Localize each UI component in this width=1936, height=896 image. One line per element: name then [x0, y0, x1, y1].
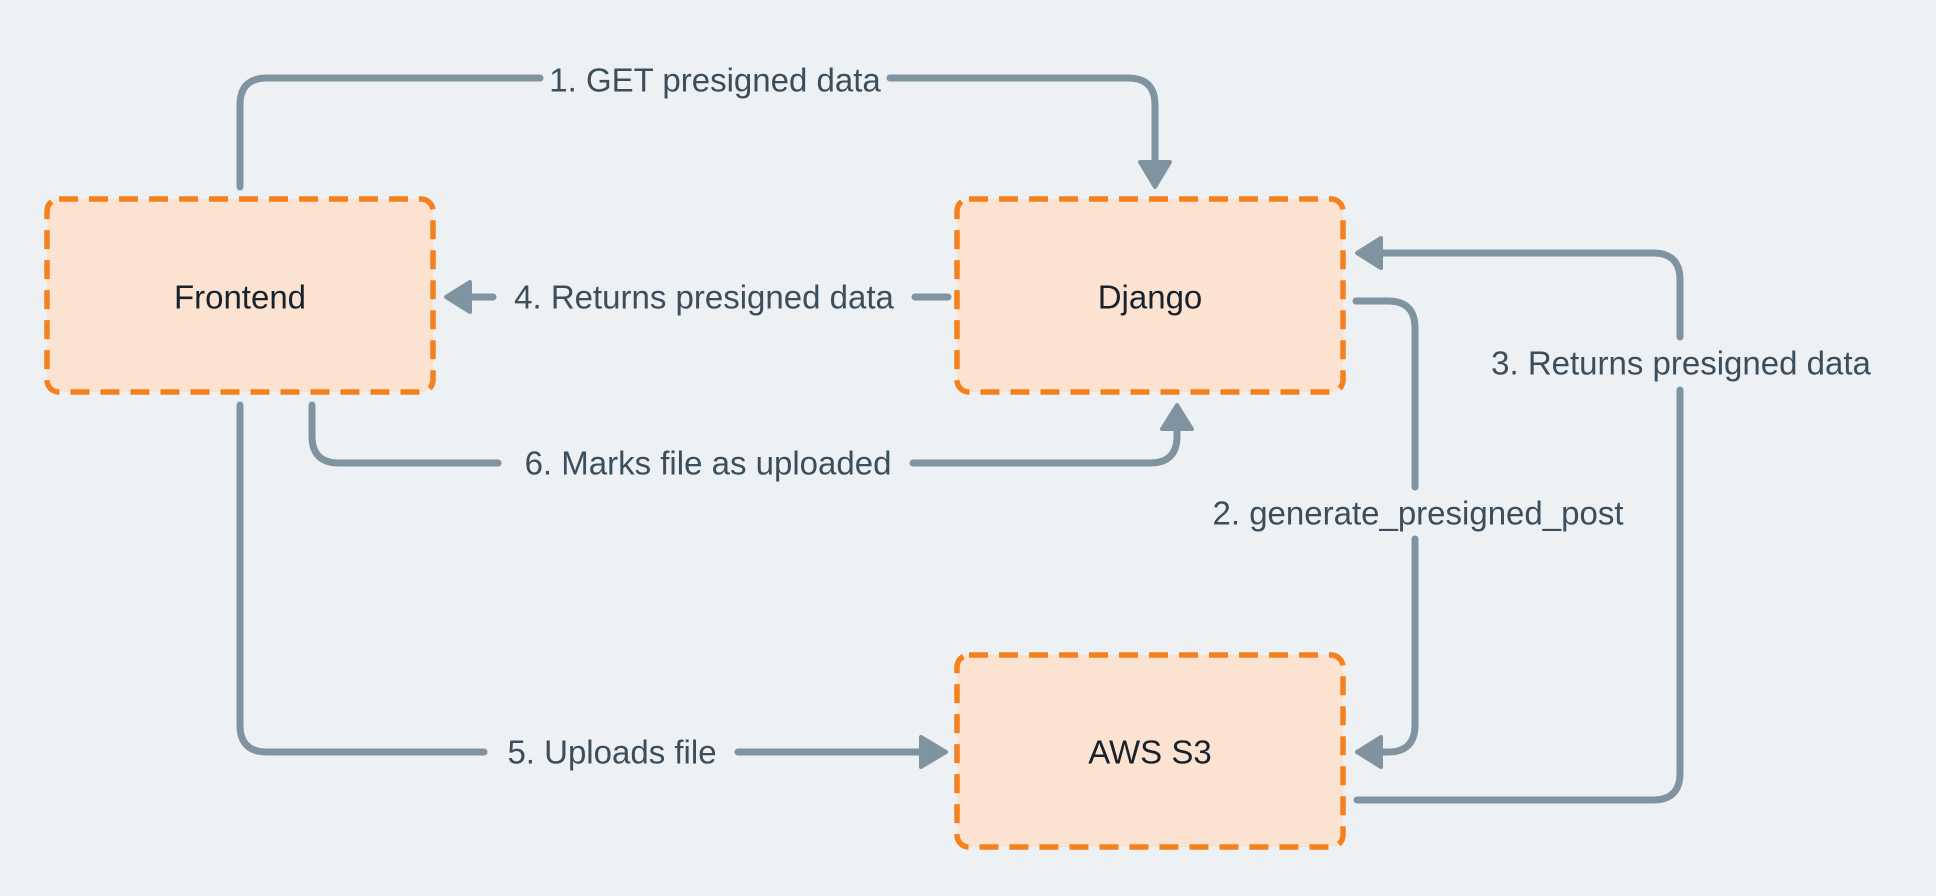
edge-6-line-end: [909, 425, 1181, 467]
edge-1-label: 1. GET presigned data: [549, 62, 881, 99]
node-frontend-box: [44, 196, 436, 395]
edge-6-marks-file-uploaded: 6. Marks file as uploaded: [308, 401, 1194, 482]
edge-5-arrowhead-right-icon: [919, 735, 948, 769]
node-aws-s3-label: AWS S3: [1088, 734, 1211, 771]
edge-1-get-presigned-data: 1. GET presigned data: [236, 62, 1172, 191]
edge-5-line-start: [236, 401, 488, 756]
edge-1-line-end: [886, 74, 1159, 167]
edge-3-returns-presigned-data: 3. Returns presigned data: [1353, 236, 1872, 804]
edge-6-line-start: [308, 401, 502, 467]
edges: 1. GET presigned data 2. generate_presig…: [236, 62, 1872, 804]
edge-3-line-start: [1353, 386, 1684, 804]
edge-3-arrowhead-left-icon: [1355, 236, 1383, 270]
node-aws-s3-box: [954, 652, 1346, 850]
node-django-box: [954, 196, 1346, 395]
edge-5-label: 5. Uploads file: [507, 734, 716, 771]
node-django: Django: [954, 196, 1346, 395]
edge-2-generate-presigned-post: 2. generate_presigned_post: [1213, 297, 1624, 769]
edge-3-label: 3. Returns presigned data: [1491, 345, 1871, 382]
edge-4-arrowhead-left-icon: [444, 280, 472, 314]
edge-4-label: 4. Returns presigned data: [514, 279, 894, 316]
edge-2-line-end: [1377, 535, 1419, 756]
edge-1-line-start: [236, 74, 544, 191]
node-django-label: Django: [1098, 279, 1203, 316]
edge-3-line-end: [1377, 249, 1684, 341]
edge-2-arrowhead-left-icon: [1355, 735, 1383, 769]
node-aws-s3: AWS S3: [954, 652, 1346, 850]
nodes: Frontend Django AWS S3: [44, 196, 1346, 850]
edge-6-arrowhead-up-icon: [1160, 403, 1194, 431]
edge-2-line-start: [1352, 297, 1419, 491]
node-frontend: Frontend: [44, 196, 436, 395]
edge-4-returns-presigned-data: 4. Returns presigned data: [444, 279, 952, 316]
node-frontend-label: Frontend: [174, 279, 306, 316]
edge-6-label: 6. Marks file as uploaded: [525, 445, 892, 482]
edge-2-label: 2. generate_presigned_post: [1213, 495, 1624, 532]
edge-1-arrowhead-down-icon: [1138, 160, 1172, 189]
edge-5-uploads-file: 5. Uploads file: [236, 401, 948, 771]
